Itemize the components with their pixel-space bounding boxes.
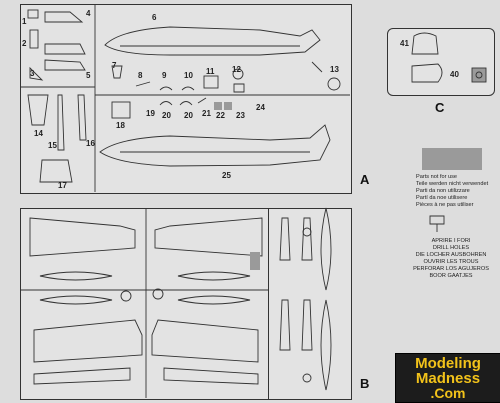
part-number: 1: [22, 17, 27, 26]
part-number: 3: [30, 69, 35, 78]
part-number: 13: [330, 65, 339, 74]
legend-line: Pièces à ne pas utiliser: [416, 201, 474, 208]
sprue-b-label: B: [360, 376, 370, 391]
legend-line: APRIRE I FORI: [431, 238, 471, 244]
legend-line: Partí da noe utilisere: [416, 194, 468, 201]
not-used-legend: Parts not for use Teile werden nicht ver…: [416, 174, 498, 209]
modeling-madness-logo: Modeling Madness .Com: [395, 353, 500, 403]
legend-line: Parti da non utilizzare: [416, 187, 470, 194]
drill-holes-legend: APRIRE I FORI DRILL HOLES DIE LOCHER AUS…: [405, 238, 497, 280]
part-number: 18: [116, 121, 125, 130]
part-number: 16: [86, 139, 95, 148]
part-number: 10: [184, 71, 193, 80]
part-40-label: 40: [450, 70, 459, 79]
part-number: 20: [184, 111, 193, 120]
part-number: 11: [206, 67, 215, 76]
not-used-swatch: [422, 148, 482, 170]
part-number: 5: [86, 71, 91, 80]
part-number: 23: [236, 111, 245, 120]
part-number: 20: [162, 111, 171, 120]
legend-line: Teile werden nicht verwendet: [416, 180, 489, 187]
logo-line-3: .Com: [430, 385, 466, 401]
part-number: 21: [202, 109, 211, 118]
part-number: 7: [112, 61, 117, 70]
legend-line: Parts not for use: [416, 174, 458, 180]
logo-line-1: Modeling: [415, 355, 481, 372]
part-number: 9: [162, 71, 167, 80]
legend-line: BOOR GAATJES: [429, 272, 473, 279]
part-number: 25: [222, 171, 231, 180]
part-number: 15: [48, 141, 57, 150]
legend-line: PERFORAR LOS AGUJEROS: [413, 265, 489, 272]
part-number: 24: [256, 103, 265, 112]
legend-line: DRILL HOLES: [432, 244, 470, 251]
sprue-c-frame: [387, 28, 495, 96]
legend-line: OUVRIR LES TROUS: [423, 258, 479, 265]
part-number: 6: [152, 13, 157, 22]
part-41-label: 41: [400, 39, 409, 48]
sprue-c-label: C: [435, 100, 445, 115]
sprue-a-label: A: [360, 172, 370, 187]
part-number: 12: [232, 65, 241, 74]
legend-line: DIE LOCHER AUSBOHREN: [415, 251, 487, 258]
part-number: 8: [138, 71, 143, 80]
logo-line-2: Madness: [415, 370, 481, 387]
part-number: 4: [86, 9, 91, 18]
part-number: 14: [34, 129, 43, 138]
part-number: 22: [216, 111, 225, 120]
part-number: 2: [22, 39, 27, 48]
part-number: 19: [146, 109, 155, 118]
part-number: 17: [58, 181, 67, 190]
sprue-b-extension: [268, 208, 352, 400]
